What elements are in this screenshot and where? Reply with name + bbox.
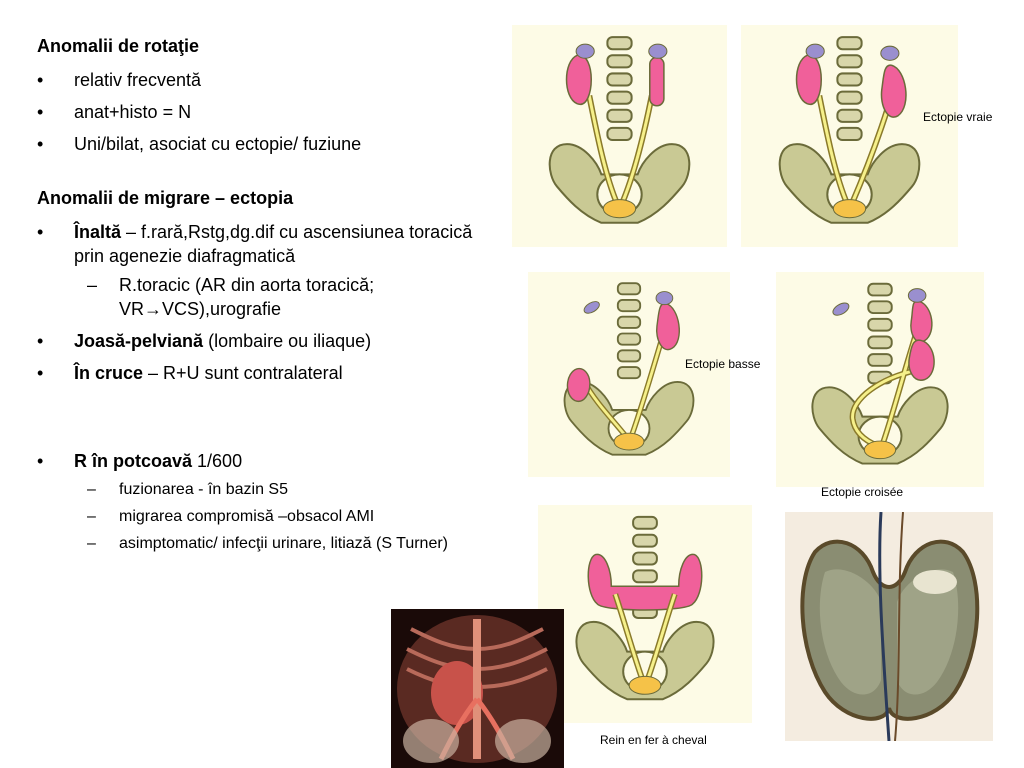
sub-horseshoe-2: migrarea compromisă –obsacol AMI [37,506,507,527]
high-label: Înaltă [74,222,122,242]
kidney-diagram [548,36,691,224]
crossed-kidney [908,339,935,381]
bullet-rotation-2: anat+histo = N [37,100,507,124]
spine-vertebrae [616,282,642,380]
adrenal-right [880,45,900,61]
bladder [832,199,867,219]
section-rotation-title: Anomalii de rotaţie [37,36,200,56]
specimen-photo [785,512,993,741]
bladder [628,675,662,695]
left-kidney [795,54,823,106]
left-kidney [566,367,591,403]
right-kidney [649,56,665,107]
caption-rein-fer-cheval: Rein en fer à cheval [600,733,707,747]
adrenal-left [832,302,850,316]
adrenal-right [648,43,668,59]
sub-horseshoe-3: asimptomatic/ infecţii urinare, litiază … [37,533,507,554]
diagram-crossed-ectopia [776,272,984,487]
ct-scan-image [391,609,564,768]
bullet-rotation-1: relativ frecventă [37,68,507,92]
bullet-rotation-3: Uni/bilat, asociat cu ectopie/ fuziune [37,132,507,156]
right-kidney [655,302,680,351]
left-kidney [565,54,593,106]
spine-vertebrae [836,36,863,142]
bladder [602,199,637,219]
kidney-diagram [811,282,949,465]
adrenal-left [805,43,825,59]
section-migration-title: Anomalii de migrare – ectopia [37,188,294,208]
right-kidney [880,64,907,118]
kidney-diagram [563,282,695,456]
sub-horseshoe-1: fuzionarea - în bazin S5 [37,479,507,500]
horseshoe-kidney-specimen-illustration [785,512,993,741]
adrenal-right [907,288,927,303]
diagram-normal-rotation [512,25,727,247]
diagram-true-ectopia [741,25,958,247]
cross-label: În cruce [74,363,144,383]
bladder [613,432,645,451]
cross-text: – R+U sunt contralateral [143,363,343,383]
diagram-horseshoe-kidney [538,505,752,723]
ct-angiography-illustration [391,609,564,768]
arrow-icon: → [144,299,163,319]
low-text: (lombaire ou iliaque) [203,331,372,351]
caption-ectopie-basse: Ectopie basse [685,357,761,371]
diagram-low-ectopia [528,272,730,477]
bullet-low-ectopia: Joasă-pelviană (lombaire ou iliaque) [37,329,507,353]
sub-thoracic: R.toracic (AR din aorta toracică; VR→VCS… [37,273,507,321]
bladder [863,440,897,460]
horseshoe-label: R în potcoavă [74,451,193,471]
spine-vertebrae [867,282,893,385]
bullet-cross-ectopia: În cruce – R+U sunt contralateral [37,361,507,385]
thoracic-post: VCS),urografie [162,299,282,319]
kidney-diagram [575,515,715,701]
bullet-high-ectopia: Înaltă – f.rară,Rstg,dg.dif cu ascensiun… [37,220,507,268]
caption-ectopie-vraie: Ectopie vraie [923,110,993,124]
adrenal-left [583,301,600,314]
bullet-horseshoe: R în potcoavă 1/600 [37,449,507,473]
caption-ectopie-croisee: Ectopie croisée [821,485,904,499]
thoracic-pre: R.toracic (AR din aorta toracică; VR [119,275,375,319]
adrenal-left [575,43,595,59]
high-text: – f.rară,Rstg,dg.dif cu ascensiunea tora… [74,222,473,266]
adrenal-right [655,291,674,306]
horseshoe-text: 1/600 [192,451,243,471]
right-kidney-upper [910,300,933,343]
text-column: Anomalii de rotaţie relativ frecventă an… [37,34,507,554]
spine-vertebrae [606,36,633,142]
low-label: Joasă-pelviană [74,331,204,351]
kidney-diagram [778,36,921,224]
